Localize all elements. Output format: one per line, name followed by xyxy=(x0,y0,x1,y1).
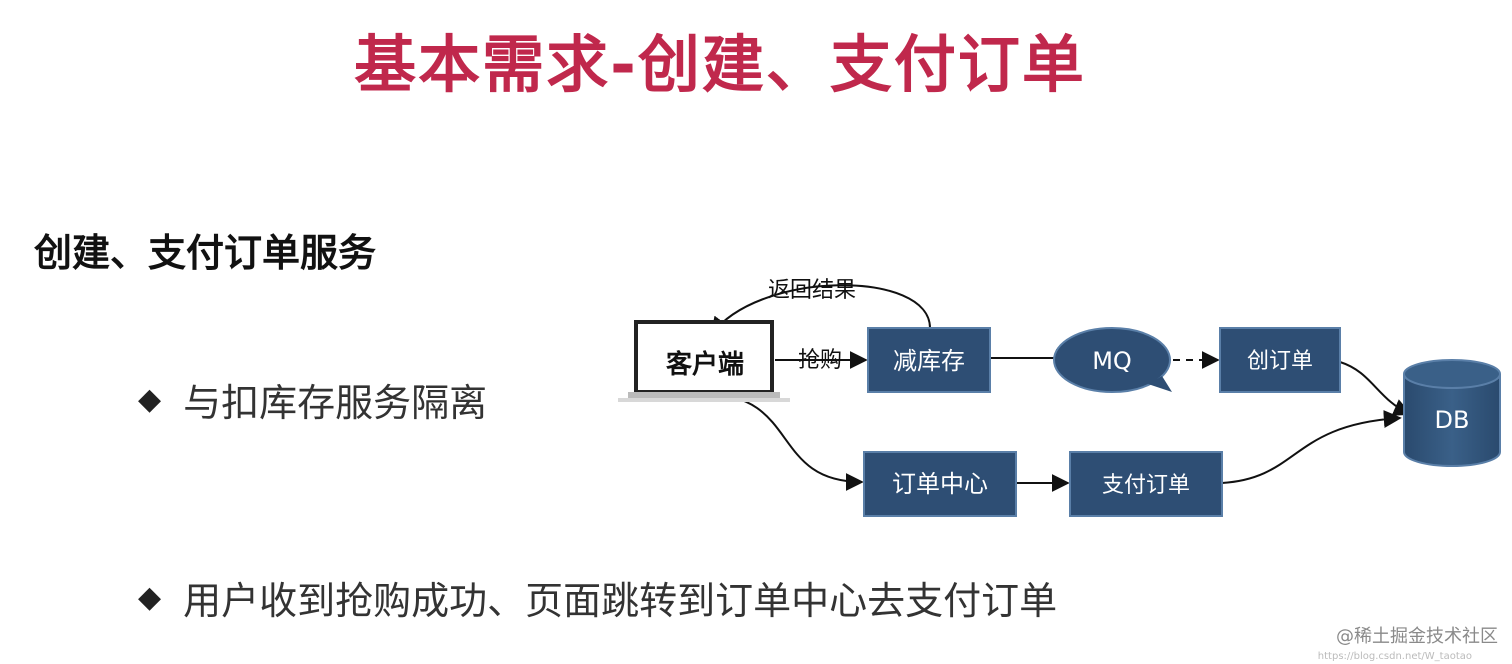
pay-order-label: 支付订单 xyxy=(1102,473,1190,498)
order-center-label: 订单中心 xyxy=(892,470,988,498)
watermark-url: https://blog.csdn.net/W_taotao xyxy=(1317,651,1472,662)
bullet-text: 用户收到抢购成功、页面跳转到订单中心去支付订单 xyxy=(183,579,1058,623)
client-label: 客户端 xyxy=(666,349,744,380)
client-node: 客户端 xyxy=(618,320,790,402)
create-order-label: 创订单 xyxy=(1247,349,1313,374)
db-node: DB xyxy=(1403,359,1501,467)
edge-return-result xyxy=(710,284,931,336)
flash-buy-label: 抢购 xyxy=(798,348,842,373)
order-center-node: 订单中心 xyxy=(863,451,1017,517)
watermark: @稀土掘金技术社区 xyxy=(1336,626,1498,647)
edge-pay-to-db xyxy=(1221,410,1402,484)
return-result-label: 返回结果 xyxy=(768,278,856,303)
pay-order-node: 支付订单 xyxy=(1069,451,1223,517)
page-title: 基本需求-创建、支付订单 xyxy=(354,28,1086,101)
diamond-bullet-icon: ◆ xyxy=(138,382,162,417)
bullet-text: 与扣库存服务隔离 xyxy=(183,381,488,425)
reduce-stock-node: 减库存 xyxy=(867,327,991,393)
db-label: DB xyxy=(1435,406,1470,434)
diamond-bullet-icon: ◆ xyxy=(138,580,162,615)
mq-label: MQ xyxy=(1092,347,1132,375)
bullet-item: ◆ 与扣库存服务隔离 xyxy=(138,372,487,427)
create-order-node: 创订单 xyxy=(1219,327,1341,393)
section-subtitle: 创建、支付订单服务 xyxy=(34,231,377,275)
edge-create-to-db xyxy=(1339,361,1412,416)
mq-node: MQ xyxy=(1053,327,1172,393)
bullet-item: ◆ 用户收到抢购成功、页面跳转到订单中心去支付订单 xyxy=(138,570,1057,625)
edge-client-to-order-center xyxy=(704,393,864,491)
reduce-stock-label: 减库存 xyxy=(893,347,965,375)
